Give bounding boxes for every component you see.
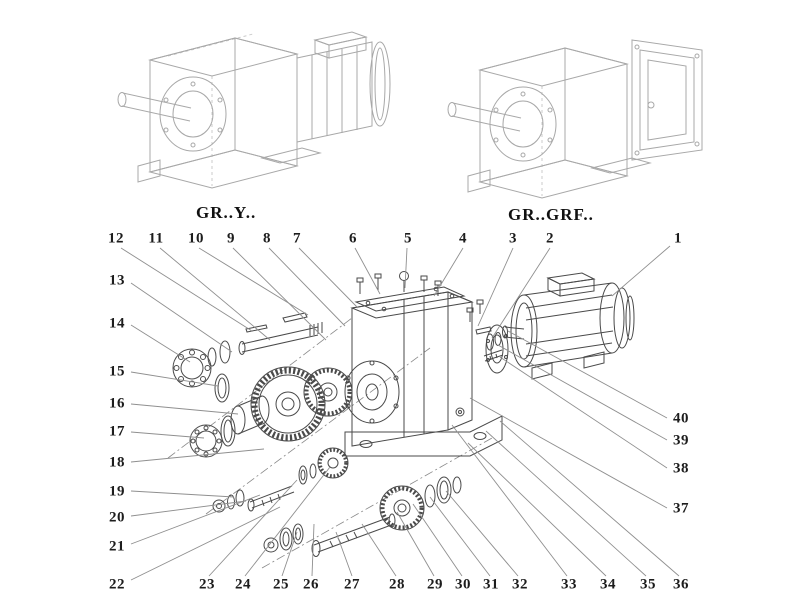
figure-label-gr-y: GR..Y..: [196, 203, 257, 222]
large-gear: [250, 366, 353, 442]
gear-housing: [344, 286, 503, 457]
motor-coupling-parts: [466, 299, 509, 374]
figure-gr-grf-drawing: [447, 39, 703, 199]
figure-gr-y-drawing: [117, 31, 391, 189]
input-shaft-assembly: [207, 312, 323, 367]
output-shaft-assembly: [263, 476, 462, 557]
sleeve-and-bearing: [189, 395, 270, 458]
intermediate-gear-cluster: [212, 447, 349, 513]
exploded-view-drawing: [167, 271, 635, 569]
housing-fasteners: [356, 271, 442, 296]
figure-label-gr-grf: GR..GRF..: [508, 205, 594, 224]
electric-motor: [502, 272, 635, 380]
assembly-axis-lines: [167, 317, 493, 569]
